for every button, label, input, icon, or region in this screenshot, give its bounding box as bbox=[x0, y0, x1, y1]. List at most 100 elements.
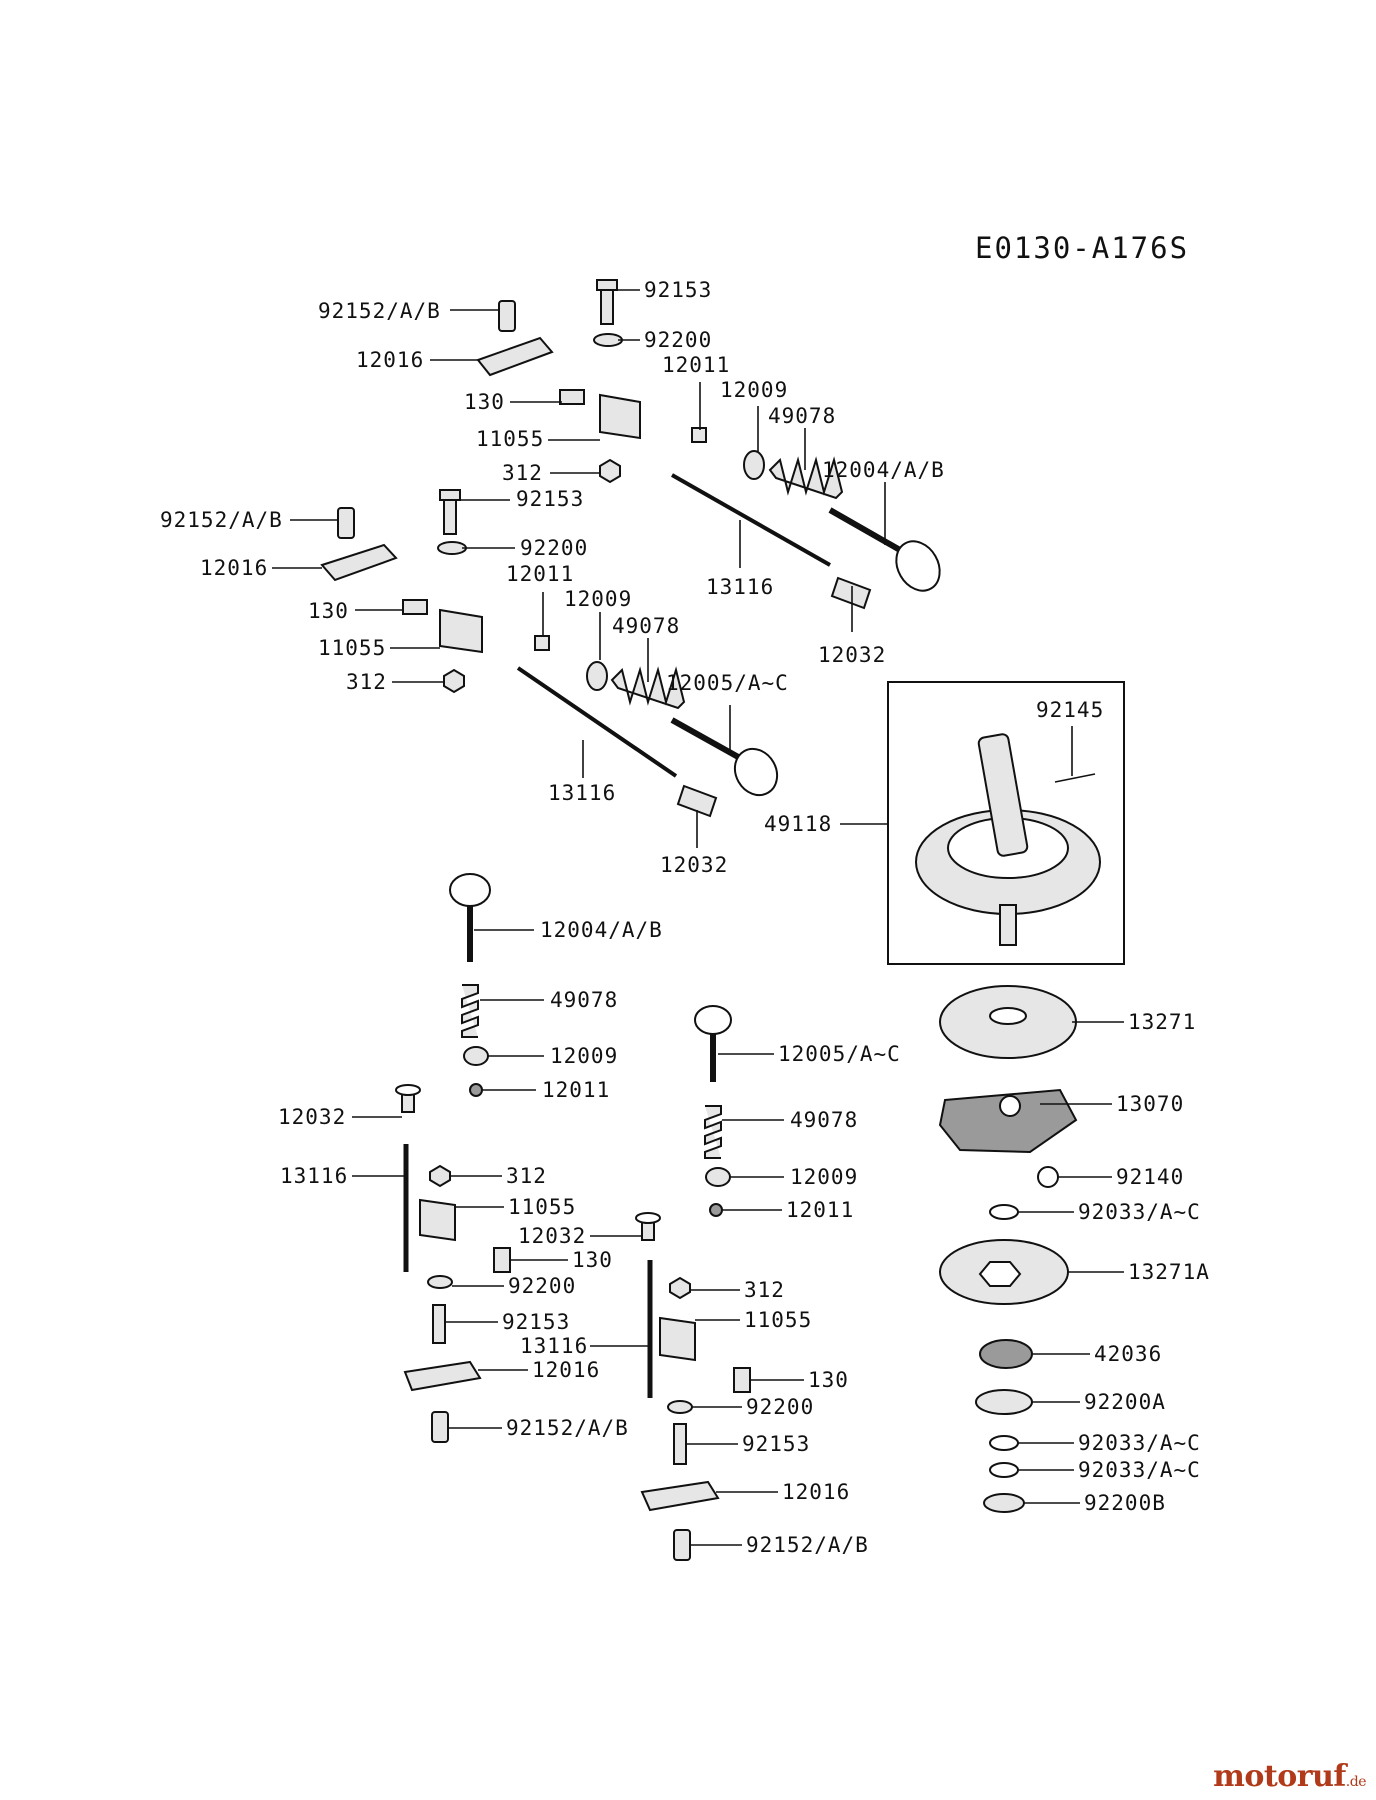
cap-12011-b bbox=[534, 635, 550, 651]
part-label: 130 bbox=[464, 390, 505, 414]
rocker-arm-12016-b bbox=[320, 543, 398, 582]
bolt-head-92153-a bbox=[596, 279, 618, 291]
part-label: 92033/A~C bbox=[1078, 1200, 1201, 1224]
part-label: 49118 bbox=[764, 812, 832, 836]
tappet-cap-12032-c bbox=[395, 1084, 421, 1096]
part-label: 92033/A~C bbox=[1078, 1431, 1201, 1455]
camshaft-box bbox=[887, 681, 1125, 965]
part-label: 92153 bbox=[742, 1432, 810, 1456]
part-label: 92153 bbox=[502, 1310, 570, 1334]
push-rod-13116-a bbox=[671, 473, 831, 567]
part-label: 12016 bbox=[782, 1480, 850, 1504]
governor-13070 bbox=[938, 1088, 1078, 1154]
bolt-130-b bbox=[402, 599, 428, 615]
nut-312-d bbox=[669, 1276, 691, 1300]
part-label: 12004/A/B bbox=[822, 458, 945, 482]
washer-92200A bbox=[975, 1389, 1033, 1415]
spring-92145 bbox=[1054, 773, 1096, 783]
nut-42036 bbox=[979, 1339, 1033, 1369]
camshaft bbox=[977, 733, 1029, 857]
bolt-130-c bbox=[493, 1247, 511, 1273]
bolt-92153-c bbox=[432, 1304, 446, 1344]
part-label: 42036 bbox=[1094, 1342, 1162, 1366]
part-label: 12032 bbox=[660, 853, 728, 877]
ball-92140 bbox=[1037, 1166, 1059, 1188]
washer-92200-d bbox=[667, 1400, 693, 1414]
part-label: 92152/A/B bbox=[506, 1416, 629, 1440]
part-label: 12011 bbox=[506, 562, 574, 586]
part-label: 130 bbox=[808, 1368, 849, 1392]
part-label: 12011 bbox=[662, 353, 730, 377]
part-label: 13271 bbox=[1128, 1010, 1196, 1034]
part-labels: 92153 92152/A/B 92200 12016 12011 12009 … bbox=[160, 278, 1209, 1557]
part-label: 92200 bbox=[644, 328, 712, 352]
valve-stem-12005-b bbox=[670, 717, 742, 761]
bolt-130-d bbox=[733, 1367, 751, 1393]
part-label: 13116 bbox=[520, 1334, 588, 1358]
part-label: 92152/A/B bbox=[160, 508, 283, 532]
pivot-92152-b bbox=[337, 507, 355, 539]
tappet-cap-12032-d bbox=[635, 1212, 661, 1224]
valve-head-12004-c bbox=[449, 873, 491, 907]
bolt-head-92153-b bbox=[439, 489, 461, 501]
pivot-92152-c bbox=[431, 1411, 449, 1443]
part-label: 92152/A/B bbox=[318, 299, 441, 323]
part-label: 13070 bbox=[1116, 1092, 1184, 1116]
rocker-arm-12016-a bbox=[476, 336, 554, 377]
nut-312-b bbox=[443, 668, 465, 694]
retainer-12009-b bbox=[586, 661, 608, 691]
part-label: 312 bbox=[346, 670, 387, 694]
part-label: 12011 bbox=[542, 1078, 610, 1102]
retainer-12009-a bbox=[743, 450, 765, 480]
part-label: 49078 bbox=[790, 1108, 858, 1132]
nut-312-a bbox=[599, 458, 621, 484]
part-label: 11055 bbox=[476, 427, 544, 451]
middle-rocker-assembly bbox=[320, 489, 779, 818]
bracket-11055-b bbox=[439, 608, 483, 654]
part-label: 92152/A/B bbox=[746, 1533, 869, 1557]
pivot-92152-d bbox=[673, 1529, 691, 1561]
part-label: 92153 bbox=[644, 278, 712, 302]
part-label: 12032 bbox=[818, 643, 886, 667]
washer-92200B bbox=[983, 1493, 1025, 1513]
spring-49078-a bbox=[768, 456, 844, 500]
part-label: 92200 bbox=[520, 536, 588, 560]
rocker-arm-12016-c bbox=[403, 1360, 482, 1392]
part-label: 12032 bbox=[278, 1105, 346, 1129]
part-label: 92200 bbox=[746, 1395, 814, 1419]
bolt-92153-d bbox=[673, 1423, 687, 1465]
spring-49078-b bbox=[610, 666, 686, 710]
part-label: 12016 bbox=[532, 1358, 600, 1382]
part-label: 49078 bbox=[550, 988, 618, 1012]
diagram-code: E0130-A176S bbox=[975, 231, 1189, 265]
spring-49078-d bbox=[704, 1105, 722, 1159]
part-label: 12005/A~C bbox=[778, 1042, 901, 1066]
part-label: 13116 bbox=[548, 781, 616, 805]
valve-stem-12004-a bbox=[828, 507, 902, 553]
part-label: 49078 bbox=[768, 404, 836, 428]
part-label: 12032 bbox=[518, 1224, 586, 1248]
tappet-12032-a bbox=[830, 576, 872, 610]
part-label: 11055 bbox=[318, 636, 386, 660]
right-exploded-column bbox=[938, 985, 1078, 1513]
tappet-12032-b bbox=[676, 784, 718, 818]
clip-92033-c bbox=[989, 1462, 1019, 1478]
part-label: 12009 bbox=[720, 378, 788, 402]
cap-12011-a bbox=[691, 427, 707, 443]
governor-13070-hub bbox=[999, 1095, 1021, 1117]
part-label: 11055 bbox=[744, 1308, 812, 1332]
nut-312-c bbox=[429, 1164, 451, 1188]
part-label: 92153 bbox=[516, 487, 584, 511]
cap-12011-c bbox=[469, 1083, 483, 1097]
part-label: 13116 bbox=[706, 575, 774, 599]
camshaft-stub bbox=[999, 904, 1017, 946]
valve-head-12005-b bbox=[733, 747, 779, 797]
retainer-12009-d bbox=[705, 1167, 731, 1187]
part-label: 12009 bbox=[790, 1165, 858, 1189]
valve-head-12004-a bbox=[895, 540, 941, 592]
watermark-logo: motoruf.de bbox=[1213, 1759, 1366, 1794]
weight-13271-hole bbox=[989, 1007, 1027, 1025]
bolt-130-a bbox=[559, 389, 585, 405]
leader-lines bbox=[272, 289, 1124, 1546]
